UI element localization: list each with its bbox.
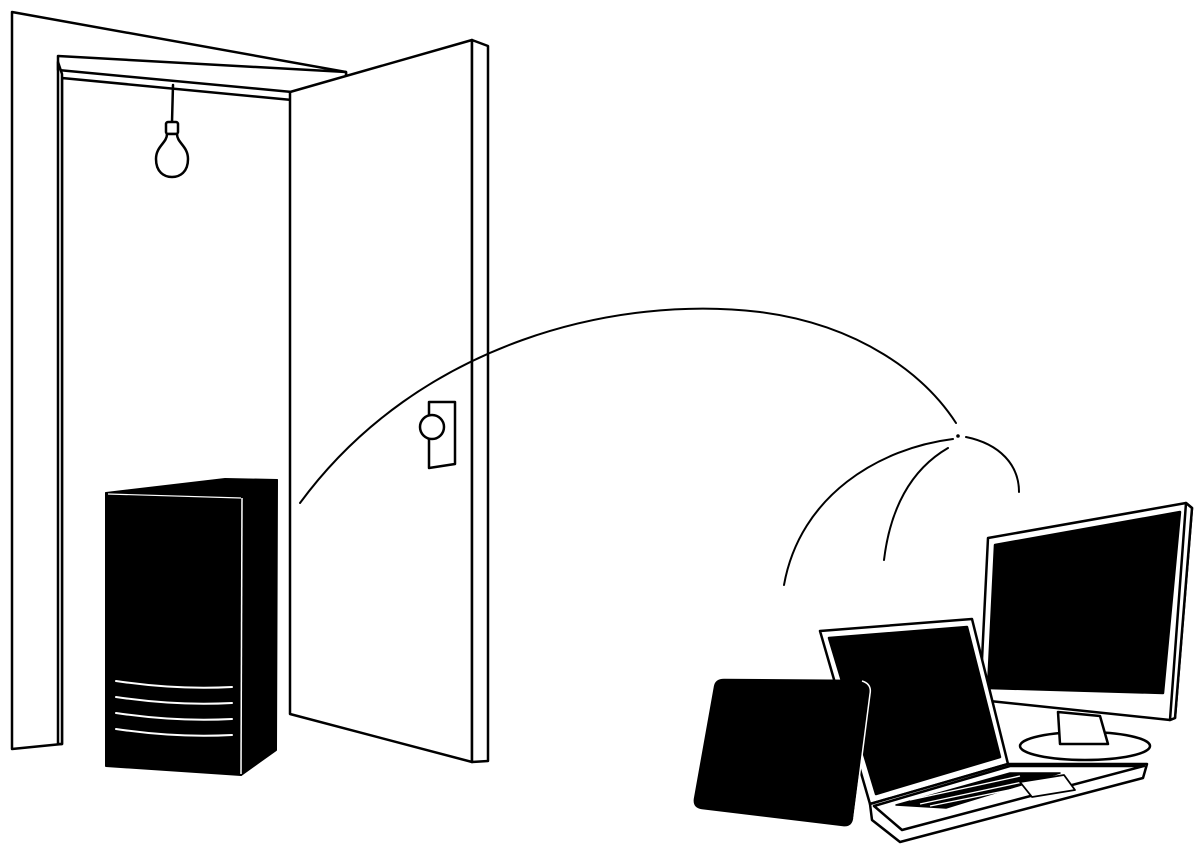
door-knob (418, 413, 446, 441)
frame-left-jamb (56, 60, 64, 746)
laptop-deck (872, 764, 1146, 832)
signal-arc-tablet (783, 438, 954, 586)
monitor-bezel-side (1168, 501, 1194, 722)
server-top-highlight (107, 493, 242, 499)
open-door-icon (288, 38, 490, 764)
bulb-glass (154, 132, 190, 179)
tablet-body (693, 678, 871, 827)
laptop-touchpad (1019, 774, 1076, 798)
wireless-signal-icon (299, 307, 1020, 586)
tablet-edge-highlight (853, 680, 872, 819)
server-front (105, 492, 243, 776)
server-edge-highlight (240, 497, 243, 775)
server-tower-icon (105, 478, 278, 776)
laptop-keyboard-area (895, 772, 1061, 809)
keyboard-row (909, 775, 1021, 801)
server-vent-line (115, 712, 233, 721)
signal-arc-monitor (965, 436, 1020, 493)
server-side (240, 479, 278, 776)
server-vent-line (115, 680, 233, 689)
bulb-cord (170, 83, 175, 124)
signal-emitter-dot (956, 434, 960, 438)
signal-arc-laptop (883, 447, 949, 561)
tablet-icon (693, 678, 872, 827)
keyboard-row (919, 779, 1033, 805)
server-vent-line (115, 696, 233, 705)
monitor-stand (1056, 710, 1110, 746)
server-vent-line (115, 728, 233, 737)
server-vents (115, 680, 233, 737)
desktop-monitor-icon (978, 501, 1194, 762)
door-edge (470, 38, 490, 764)
bulb-socket (164, 120, 180, 136)
signal-arc-main (299, 307, 957, 504)
light-bulb-icon (154, 83, 190, 179)
monitor-screen (986, 510, 1182, 695)
